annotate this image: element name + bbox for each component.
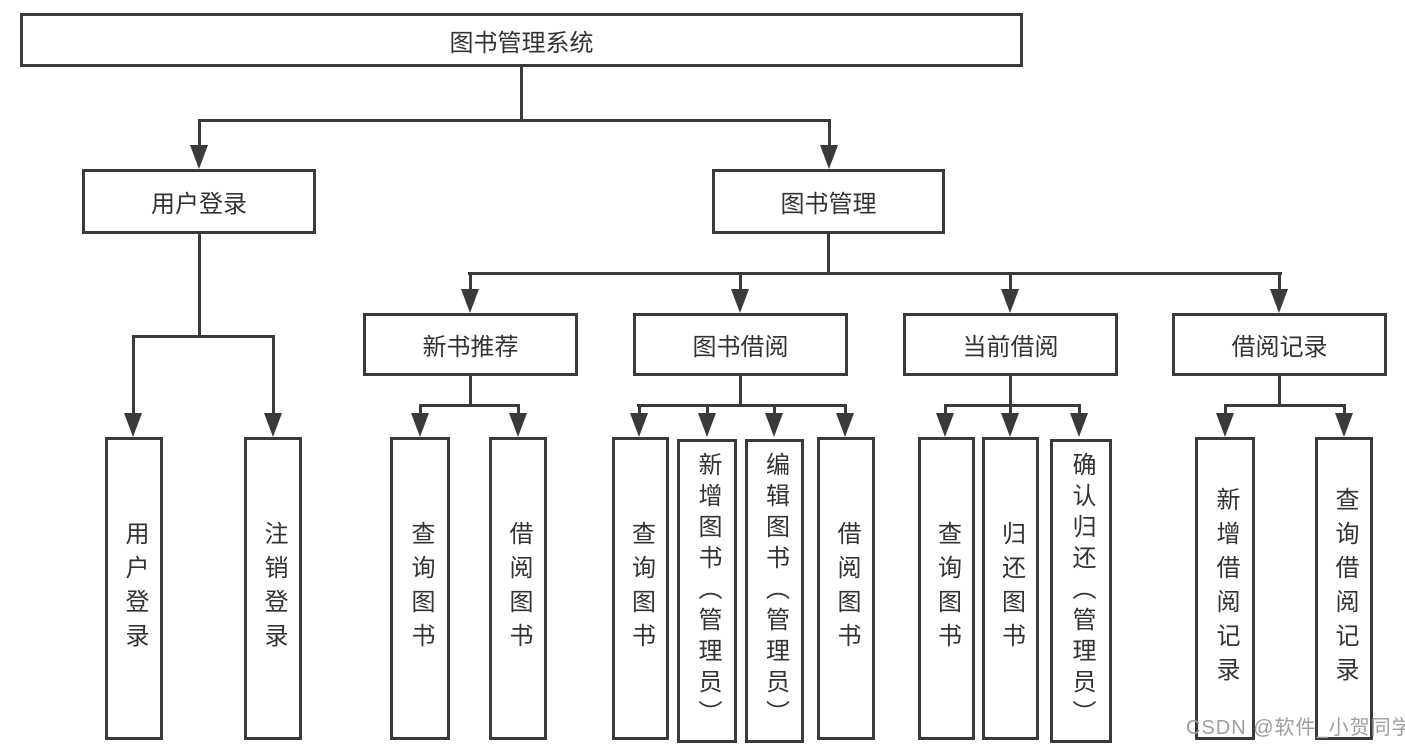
node-user-login: 用户登录 <box>82 169 316 234</box>
leaf-bb-borrow-books: 借阅图书 <box>817 437 875 740</box>
connector-drop-cb-query <box>944 404 947 416</box>
node-user-login-label: 用户登录 <box>151 191 247 218</box>
arrowhead-br-query <box>1335 413 1353 437</box>
connector-user-login-split <box>132 335 275 338</box>
connector-root-split <box>198 119 831 122</box>
arrowhead-br-add <box>1216 413 1234 437</box>
node-borrow-records: 借阅记录 <box>1172 313 1387 376</box>
node-new-book-recommend-label: 新书推荐 <box>422 334 519 361</box>
connector-current-borrow-split <box>944 404 1081 407</box>
connector-drop-bb-borrow <box>844 404 847 416</box>
node-book-borrow: 图书借阅 <box>633 313 848 376</box>
connector-drop-br-add <box>1224 404 1227 416</box>
node-book-mgmt: 图书管理 <box>712 169 945 234</box>
node-current-borrow: 当前借阅 <box>903 313 1118 376</box>
leaf-bb-borrow-books-label: 借阅图书 <box>833 520 860 657</box>
connector-drop-br-query <box>1343 404 1346 416</box>
leaf-bb-add-books-admin-label: 新增图书（管理员） <box>694 451 721 731</box>
connector-drop-login <box>132 335 135 415</box>
connector-drop-nb-query <box>419 404 422 416</box>
node-book-mgmt-label: 图书管理 <box>780 191 877 218</box>
connector-new-books-stem <box>469 373 472 406</box>
connector-drop-bb-add <box>706 404 709 416</box>
connector-book-mgmt-stem <box>827 231 830 275</box>
arrowhead-cb-return <box>1001 413 1019 437</box>
node-current-borrow-label: 当前借阅 <box>962 334 1059 361</box>
arrowhead-borrow-records <box>1270 289 1288 313</box>
connector-user-login-stem <box>198 231 201 338</box>
arrowhead-login <box>124 413 142 437</box>
connector-borrow-records-split <box>1224 404 1346 407</box>
node-library-system: 图书管理系统 <box>20 13 1023 67</box>
connector-book-mgmt-split <box>468 272 1282 275</box>
connector-drop-cb-return <box>1009 404 1012 416</box>
connector-new-books-split <box>419 404 520 407</box>
arrowhead-nb-query <box>411 413 429 437</box>
connector-drop-book-mgmt <box>828 119 831 147</box>
connector-drop-logout <box>272 335 275 415</box>
leaf-cb-return-books-label: 归还图书 <box>997 520 1025 657</box>
arrowhead-nb-borrow <box>509 413 527 437</box>
connector-drop-bb-edit <box>773 404 776 416</box>
connector-drop-user-login <box>198 119 201 147</box>
leaf-bb-add-books-admin: 新增图书（管理员） <box>677 439 737 743</box>
leaf-br-query-record-label: 查询借阅记录 <box>1331 486 1358 691</box>
leaf-bb-query-books-label: 查询图书 <box>627 520 655 657</box>
arrowhead-cb-confirm <box>1070 413 1088 437</box>
connector-book-borrow-split <box>637 404 847 407</box>
arrowhead-logout <box>264 413 282 437</box>
arrowhead-book-mgmt <box>820 145 838 169</box>
connector-drop-cb-confirm <box>1078 404 1081 416</box>
leaf-cb-query-books-label: 查询图书 <box>933 520 961 657</box>
arrowhead-bb-query <box>630 413 648 437</box>
leaf-logout-login: 注销登录 <box>244 437 302 740</box>
connector-borrow-records-stem <box>1278 373 1281 406</box>
connector-root-stem <box>520 64 523 122</box>
leaf-user-login-label: 用户登录 <box>121 520 148 657</box>
leaf-bb-edit-books-admin: 编辑图书（管理员） <box>745 439 804 743</box>
connector-drop-new-books <box>469 272 472 292</box>
arrowhead-new-books <box>461 289 479 313</box>
leaf-bb-edit-books-admin-label: 编辑图书（管理员） <box>761 451 789 731</box>
node-new-book-recommend: 新书推荐 <box>363 313 578 376</box>
arrowhead-cb-query <box>936 413 954 437</box>
arrowhead-current-borrow <box>1001 289 1019 313</box>
arrowhead-user-login <box>190 145 208 169</box>
leaf-nb-query-books-label: 查询图书 <box>407 520 434 657</box>
arrowhead-bb-borrow <box>836 413 854 437</box>
leaf-cb-query-books: 查询图书 <box>918 437 975 740</box>
leaf-nb-query-books: 查询图书 <box>390 437 450 740</box>
leaf-br-add-record: 新增借阅记录 <box>1195 437 1255 740</box>
leaf-nb-borrow-books: 借阅图书 <box>489 437 547 740</box>
node-library-system-label: 图书管理系统 <box>449 29 594 57</box>
arrowhead-bb-edit <box>765 413 783 437</box>
leaf-user-login: 用户登录 <box>105 437 163 740</box>
connector-drop-book-borrow <box>739 272 742 292</box>
arrowhead-book-borrow <box>731 289 749 313</box>
csdn-watermark: CSDN @软件_小贺同学 <box>1186 717 1405 739</box>
connector-drop-bb-query <box>638 404 641 416</box>
leaf-cb-return-books: 归还图书 <box>982 437 1039 740</box>
connector-drop-current-borrow <box>1009 272 1012 292</box>
connector-current-borrow-stem <box>1009 373 1012 406</box>
leaf-logout-login-label: 注销登录 <box>260 520 287 657</box>
leaf-br-add-record-label: 新增借阅记录 <box>1212 486 1239 691</box>
leaf-nb-borrow-books-label: 借阅图书 <box>505 520 532 657</box>
connector-book-borrow-stem <box>739 373 742 406</box>
node-book-borrow-label: 图书借阅 <box>692 334 789 361</box>
leaf-br-query-record: 查询借阅记录 <box>1315 437 1373 740</box>
leaf-cb-confirm-return-admin: 确认归还（管理员） <box>1050 439 1112 743</box>
leaf-bb-query-books: 查询图书 <box>612 437 669 740</box>
connector-drop-nb-borrow <box>517 404 520 416</box>
connector-drop-borrow-records <box>1278 272 1281 292</box>
arrowhead-bb-add <box>698 413 716 437</box>
leaf-cb-confirm-return-admin-label: 确认归还（管理员） <box>1068 451 1095 731</box>
node-borrow-records-label: 借阅记录 <box>1231 334 1328 361</box>
